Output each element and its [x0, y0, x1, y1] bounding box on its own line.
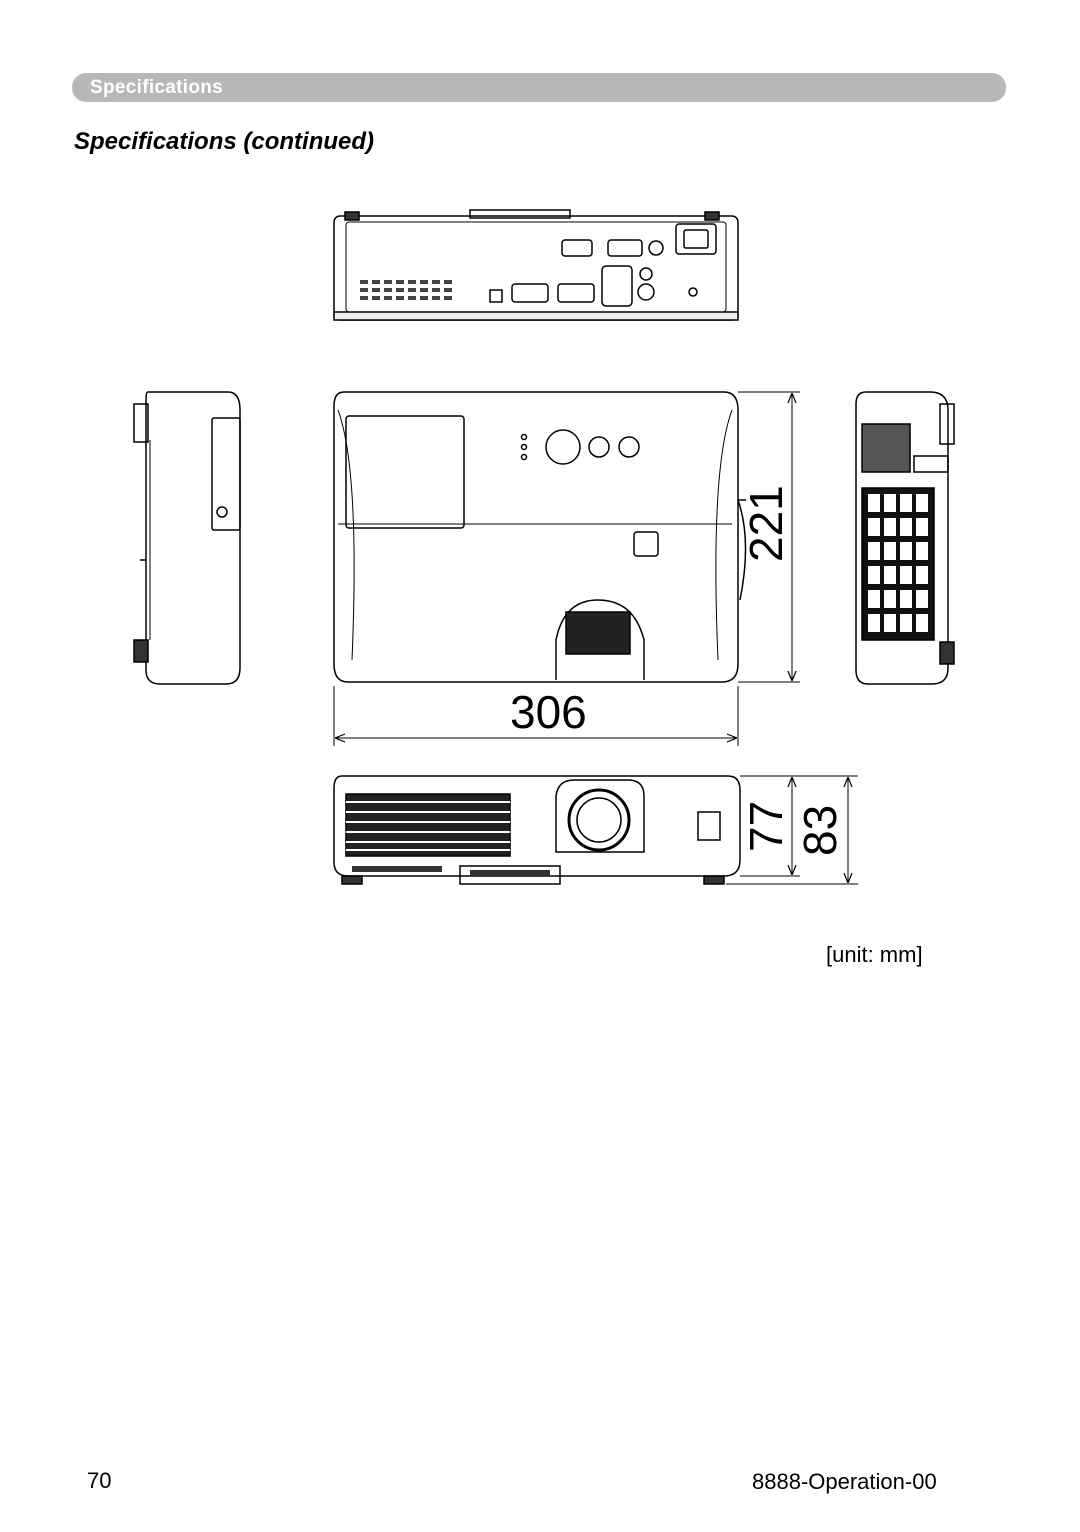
section-label: Specifications: [90, 77, 224, 98]
top-view: [333, 391, 747, 683]
left-side-view: [133, 391, 241, 685]
body-height-dimension-label: 77: [740, 801, 792, 852]
section-header-bar: Specifications: [72, 73, 1006, 102]
width-dimension-label: 306: [510, 686, 587, 738]
unit-label: [unit: mm]: [826, 942, 923, 967]
document-code: 8888-Operation-00: [752, 1469, 937, 1494]
front-view: [333, 775, 741, 885]
page-title: Specifications (continued): [74, 128, 375, 155]
page-number: 70: [87, 1468, 112, 1493]
depth-dimension-label: 221: [740, 485, 792, 562]
right-side-view: [855, 391, 955, 685]
total-height-dimension-label: 83: [794, 805, 846, 856]
rear-view: [333, 209, 739, 321]
dimension-lines: [333, 391, 858, 885]
